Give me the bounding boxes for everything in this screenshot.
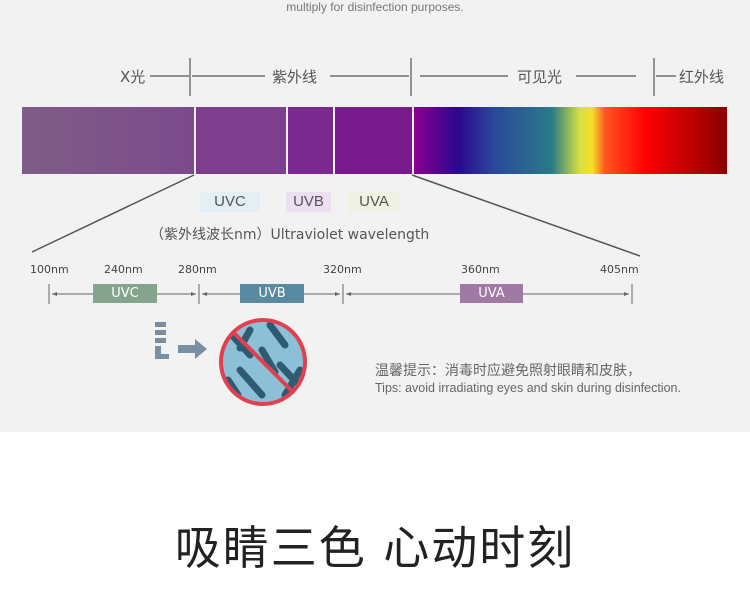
region-ir: 红外线: [679, 68, 725, 86]
spectrum-diagram: [22, 58, 727, 406]
wavelength-label: （紫外线波长nm）Ultraviolet wavelength: [150, 227, 430, 243]
tick-label: 405nm: [600, 263, 639, 276]
region-xray: X光: [120, 68, 146, 86]
tick-label: 360nm: [461, 263, 500, 276]
region-uv: 紫外线: [272, 68, 318, 86]
xray-band: [22, 107, 194, 174]
region-visible: 可见光: [517, 68, 563, 86]
uvb-band: [288, 107, 333, 174]
no-bacteria-icon: [219, 318, 307, 406]
caption: multiply for disinfection purposes.: [286, 0, 464, 14]
legend-uvc: UVC: [200, 192, 260, 212]
uvc-band: [196, 107, 286, 174]
arrow-icon: [155, 322, 207, 359]
legend-uva: UVA: [348, 192, 400, 212]
tick-label: 320nm: [323, 263, 362, 276]
tick-label: 280nm: [178, 263, 217, 276]
uva-band: [335, 107, 412, 174]
scale-uvc: UVC: [93, 284, 157, 303]
uv-spectrum-panel: [0, 0, 750, 432]
scale-uvb: UVB: [240, 284, 304, 303]
tick-label: 100nm: [30, 263, 69, 276]
tip-en: Tips: avoid irradiating eyes and skin du…: [375, 381, 681, 395]
legend-uvb: UVB: [286, 192, 331, 212]
tip-zh: 温馨提示：消毒时应避免照射眼睛和皮肤，: [375, 363, 641, 379]
tick-label: 240nm: [104, 263, 143, 276]
page-title: 吸睛三色 心动时刻: [174, 521, 576, 575]
visible-band: [414, 107, 727, 174]
scale-uva: UVA: [460, 284, 523, 303]
